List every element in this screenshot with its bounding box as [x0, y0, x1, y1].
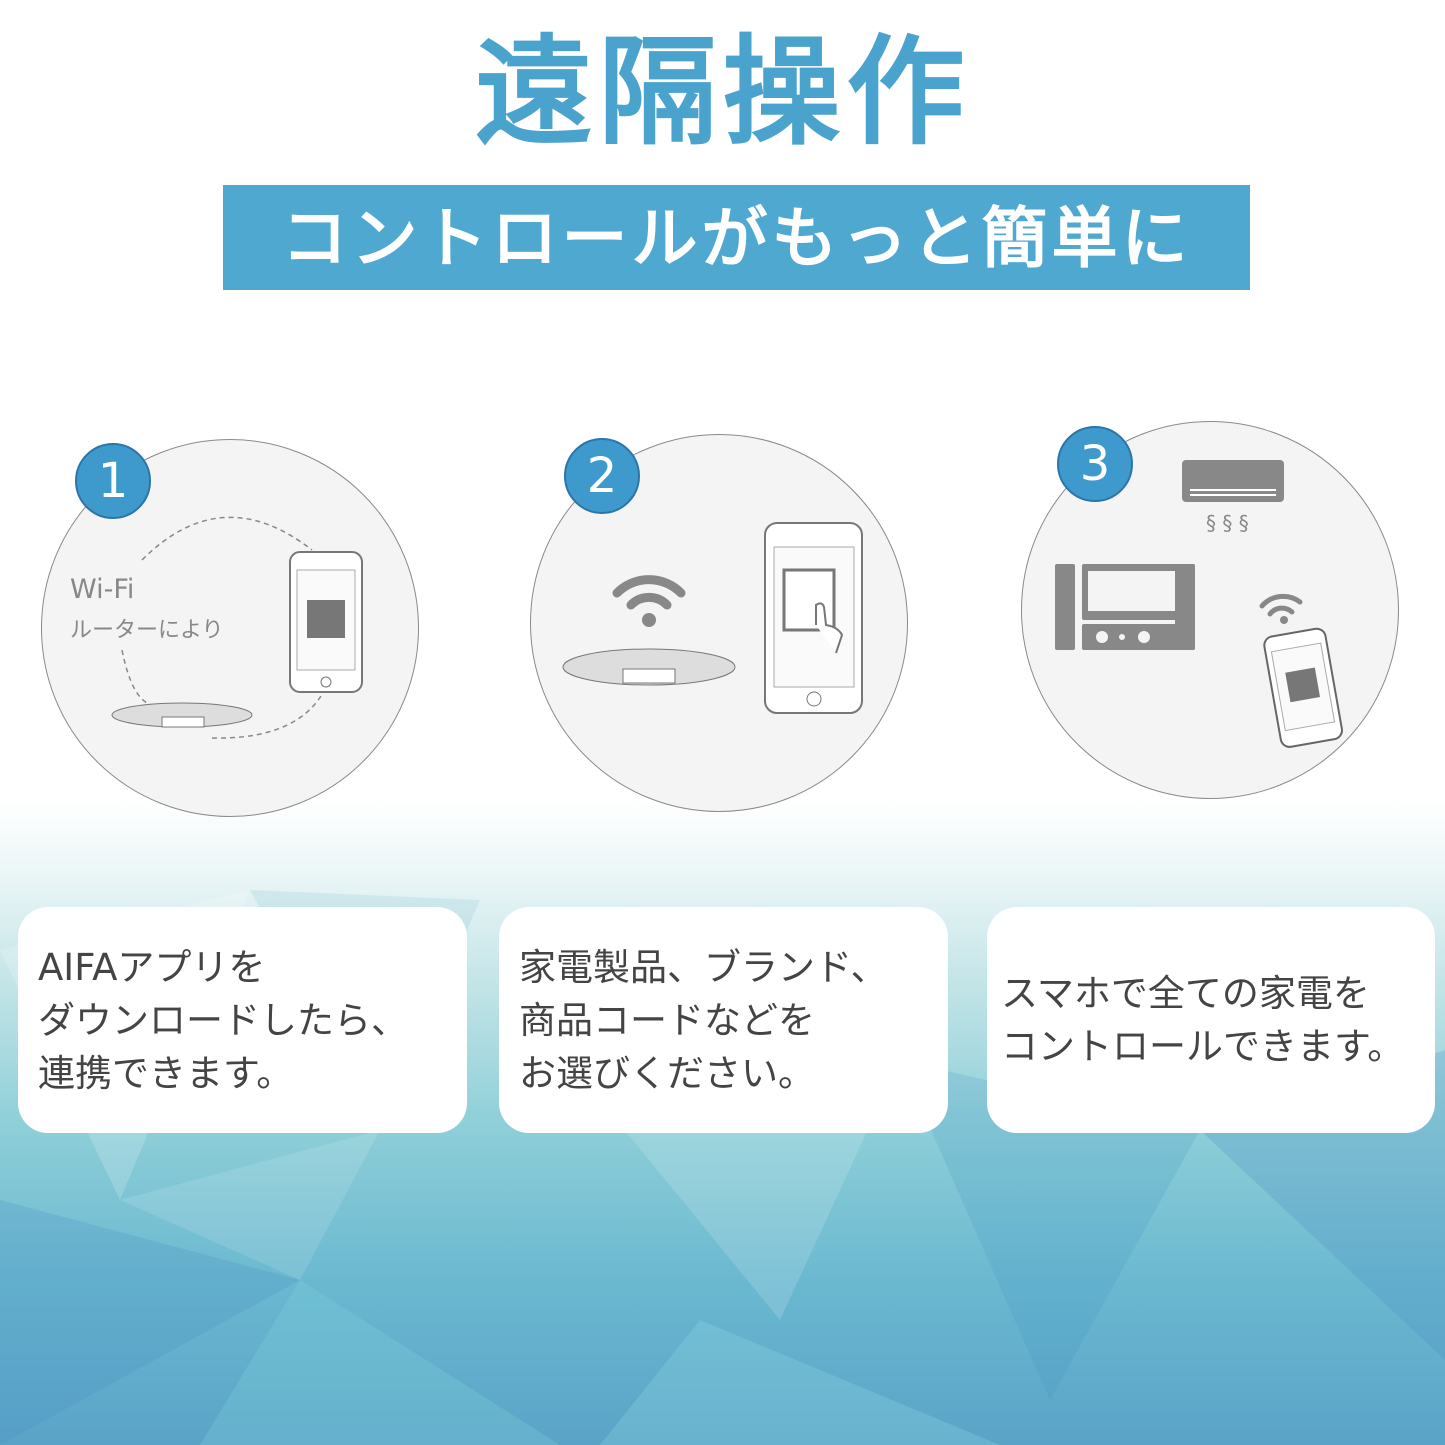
- step-1-caption-card: AIFAアプリを ダウンロードしたら、 連携できます。: [18, 907, 467, 1133]
- wifi-icon: [612, 575, 686, 610]
- document-icon: [782, 568, 836, 632]
- appliances-diagram: § § §: [1055, 460, 1343, 748]
- caption-line: ダウンロードしたら、: [38, 998, 408, 1042]
- tv-audio-icon: [1055, 564, 1195, 650]
- wifi-router-phone-diagram: [562, 522, 863, 714]
- step-3-caption-card: スマホで全ての家電を コントロールできます。: [987, 907, 1435, 1133]
- caption-line: コントロールできます。: [1001, 1025, 1405, 1068]
- page-title: 遠隔操作: [474, 23, 971, 161]
- phone-icon: [1263, 627, 1343, 748]
- step-2-caption-card: 家電製品、ブランド、 商品コードなどを お選びください。: [499, 907, 948, 1133]
- wifi-icon: [1259, 593, 1303, 617]
- router-phone-diagram: [111, 516, 363, 739]
- caption-line: 連携できます。: [38, 1051, 294, 1095]
- step-2-badge: 2: [564, 438, 640, 514]
- subtitle-banner: コントロールがもっと簡単に: [223, 185, 1250, 290]
- caption-line: お選びください。: [519, 1051, 815, 1095]
- wifi-label: Wi-Fi: [70, 574, 135, 605]
- air-conditioner-icon: § § §: [1182, 460, 1284, 535]
- step-1-badge: 1: [75, 443, 151, 519]
- svg-text:§ § §: § § §: [1206, 511, 1249, 535]
- router-label: ルーターにより: [70, 618, 224, 643]
- caption-line: 家電製品、ブランド、: [519, 945, 888, 989]
- step-3-badge: 3: [1057, 426, 1133, 502]
- caption-line: 商品コードなどを: [519, 998, 815, 1042]
- hand-tap-icon: [815, 602, 844, 654]
- caption-line: AIFAアプリを: [38, 945, 266, 989]
- caption-line: スマホで全ての家電を: [1001, 972, 1370, 1015]
